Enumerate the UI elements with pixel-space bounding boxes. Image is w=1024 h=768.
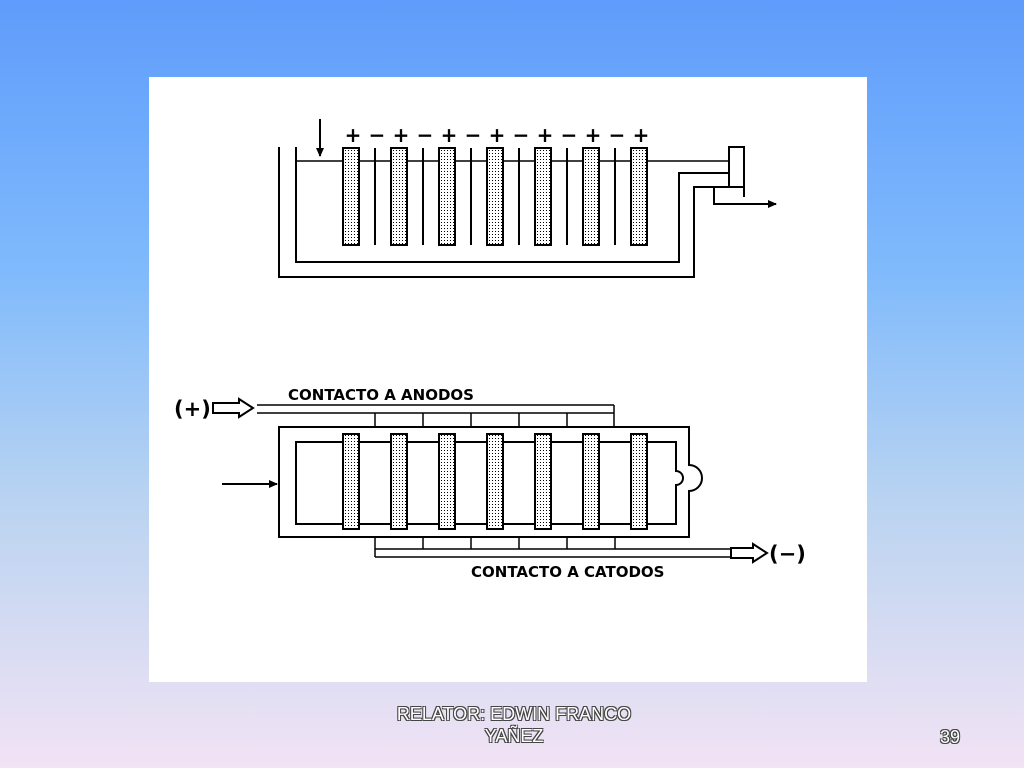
plan-view-tank: [278, 426, 703, 538]
negative-terminal-label: (−): [769, 542, 806, 566]
minus-sign: −: [513, 123, 530, 147]
bottom-electrode-plate: [534, 433, 552, 530]
top-anode-plate: [342, 147, 360, 246]
plus-sign: +: [345, 123, 362, 147]
plus-sign: +: [633, 123, 650, 147]
cathode-contact-bus: [374, 537, 731, 558]
footer-author-line1: RELATOR: EDWIN FRANCO: [396, 704, 632, 724]
anode-contact-bus: [257, 404, 615, 427]
minus-sign: −: [609, 123, 626, 147]
minus-sign: −: [465, 123, 482, 147]
top-anode-group: [342, 147, 648, 246]
positive-terminal-arrow: [212, 397, 255, 419]
bottom-electrode-plate: [390, 433, 408, 530]
top-anode-plate: [534, 147, 552, 246]
bottom-electrode-plate: [342, 433, 360, 530]
bottom-electrode-plate: [630, 433, 648, 530]
negative-terminal-arrow: [730, 542, 769, 564]
electrolytic-cell-diagram: +−+−+−+−+−+−+: [174, 119, 806, 581]
positive-terminal-label: (+): [174, 397, 211, 421]
bottom-electrode-plate: [438, 433, 456, 530]
slide-content-panel: +−+−+−+−+−+−+: [149, 77, 867, 682]
minus-sign: −: [369, 123, 386, 147]
plus-sign: +: [441, 123, 458, 147]
polarity-sign-row: +−+−+−+−+−+−+: [345, 123, 650, 147]
bottom-electrode-plate: [582, 433, 600, 530]
minus-sign: −: [561, 123, 578, 147]
bottom-electrode-plate: [486, 433, 504, 530]
footer-author-line2: YAÑEZ: [484, 726, 544, 746]
top-anode-plate: [438, 147, 456, 246]
side-view-tank: [278, 146, 769, 278]
top-cathode-group: [374, 148, 616, 245]
top-anode-plate: [630, 147, 648, 246]
minus-sign: −: [417, 123, 434, 147]
slide-number: 39: [939, 727, 961, 747]
bottom-anode-group: [342, 433, 648, 530]
footer-author: RELATOR: EDWIN FRANCO YAÑEZ: [364, 703, 664, 747]
plus-sign: +: [489, 123, 506, 147]
anode-contact-label: CONTACTO A ANODOS: [288, 386, 474, 404]
plus-sign: +: [393, 123, 410, 147]
cathode-contact-label: CONTACTO A CATODOS: [471, 563, 664, 581]
plus-sign: +: [537, 123, 554, 147]
top-anode-plate: [582, 147, 600, 246]
plus-sign: +: [585, 123, 602, 147]
top-anode-plate: [390, 147, 408, 246]
top-anode-plate: [486, 147, 504, 246]
